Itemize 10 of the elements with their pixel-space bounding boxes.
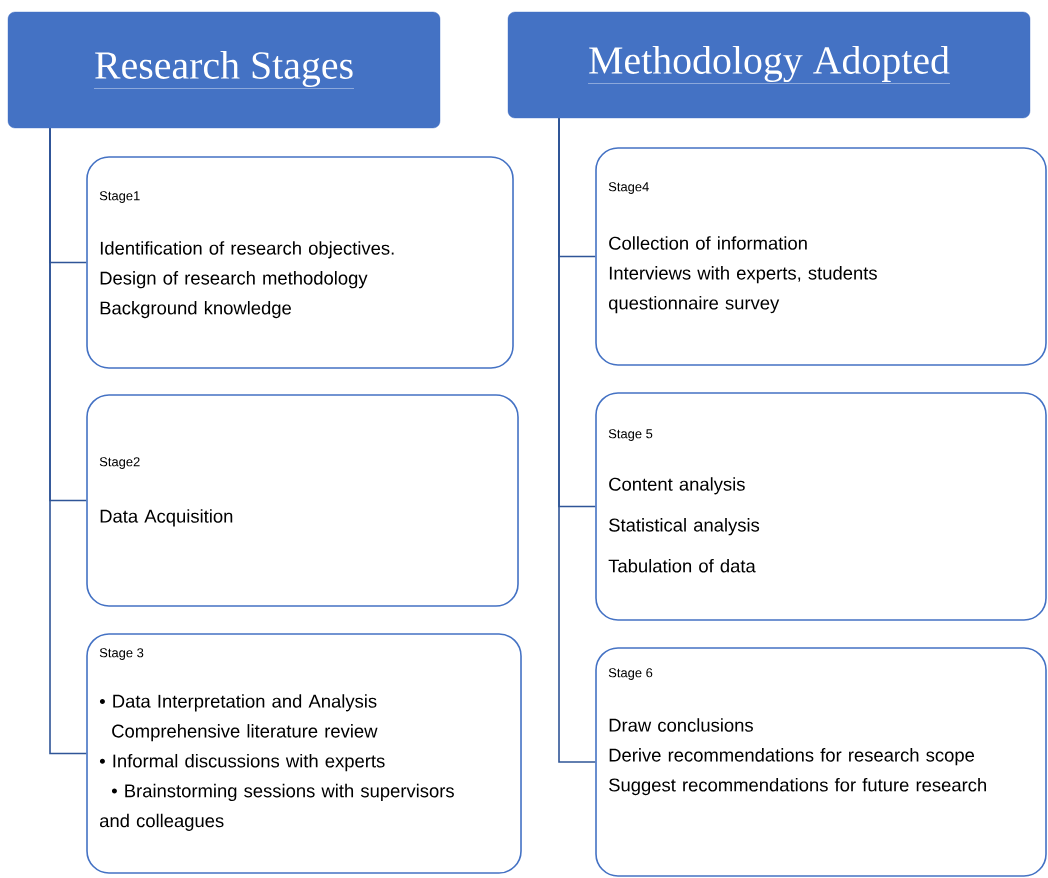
stage-box: Stage2 Data Acquisition bbox=[86, 394, 519, 607]
stage-box: Stage 5 Content analysis Statistical analysis Tabulation of data bbox=[595, 392, 1047, 621]
stage-box: Stage 6 Draw conclusions Derive recommendations for research scope Suggest recommendations for future research bbox=[595, 647, 1047, 877]
stage-box: Stage4 Collection of information Interviews with experts, students questionnaire survey bbox=[595, 147, 1047, 366]
stage-box: Stage 3 • Data Interpretation and Analysis Comprehensive literature review • Informal discussions with experts • Brainstorming sessions with supervisors and colleagues bbox=[86, 633, 522, 874]
connector-line bbox=[49, 127, 87, 755]
connector-line bbox=[558, 117, 596, 763]
header-box: Research Stages bbox=[7, 11, 441, 129]
stage-box: Stage1 Identification of research objectives. Design of research methodology Background knowledge bbox=[86, 156, 514, 369]
header-box: Methodology Adopted bbox=[507, 11, 1031, 119]
